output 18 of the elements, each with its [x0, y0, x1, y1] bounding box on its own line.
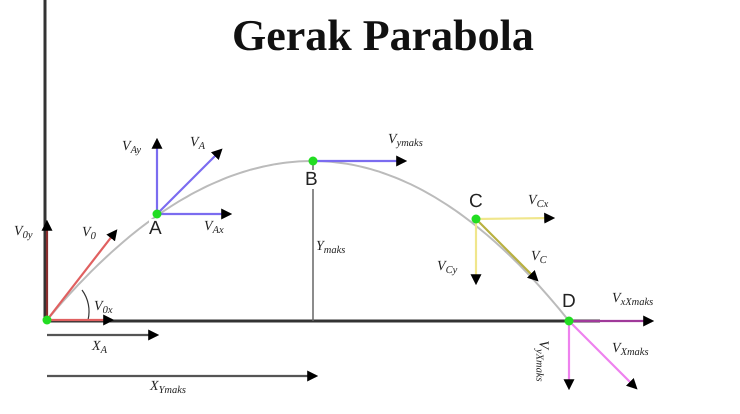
vector-label: V$_{0y}$ — [14, 225, 32, 239]
vector-label: X$_{Ymaks}$ — [150, 380, 186, 394]
vector-label: V$_{Xmaks}$ — [612, 342, 649, 356]
vector-label: Y$_{maks}$ — [316, 240, 346, 254]
title: Gerak Parabola — [232, 14, 534, 58]
vector-label: V$_{xXmaks}$ — [612, 292, 654, 306]
vector-label: V$_{C}$ — [531, 250, 547, 264]
vector-label: V$_{Cy}$ — [437, 260, 458, 274]
vector-label: V$_{0}$ — [82, 226, 96, 240]
vector-label: V$_{Cx}$ — [528, 194, 548, 208]
vector-label: V$_{0x}$ — [94, 300, 112, 314]
vector-label: X$_{A}$ — [92, 340, 107, 354]
point-label: B — [305, 170, 318, 189]
vector-label: V$_{Ax}$ — [204, 220, 224, 234]
vector-label: V$_{A}$ — [190, 136, 205, 150]
point-label: D — [562, 292, 576, 311]
vector-label: V$_{Ay}$ — [122, 140, 142, 154]
vector-label: V$_{ymaks}$ — [388, 133, 423, 147]
